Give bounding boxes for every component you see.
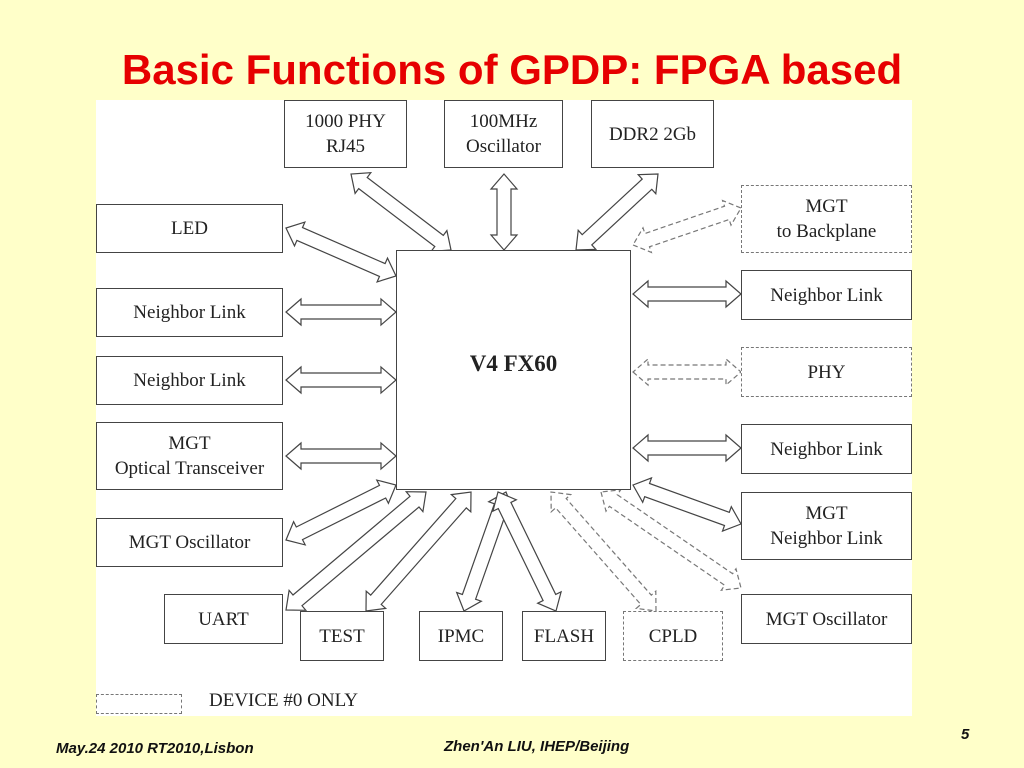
footer-date-venue: May.24 2010 RT2010,Lisbon	[56, 740, 254, 757]
arrow-uart	[285, 491, 427, 611]
footer-author: Zhen'An LIU, IHEP/Beijing	[444, 738, 630, 755]
legend-dashed-swatch	[96, 694, 182, 714]
uart-box: UART	[164, 594, 283, 644]
arrow-led	[285, 221, 397, 283]
oscillator-100mhz-box: 100MHz Oscillator	[444, 100, 563, 168]
mgt-oscillator-left-box: MGT Oscillator	[96, 518, 283, 567]
arrow-cpld	[550, 491, 657, 612]
test-box: TEST	[300, 611, 384, 661]
arrow-layer	[285, 172, 742, 612]
fpga-v4-fx60-box: V4 FX60	[396, 250, 631, 490]
block-diagram: V4 FX60 1000 PHY RJ45 100MHz Oscillator …	[96, 100, 912, 716]
mgt-backplane-box: MGT to Backplane	[741, 185, 912, 253]
mgt-oscillator-right-box: MGT Oscillator	[741, 594, 912, 644]
cpld-box: CPLD	[623, 611, 723, 661]
arrow-mgt-backplane	[632, 199, 742, 254]
arrow-mgt-oscillator-right	[600, 489, 742, 591]
arrow-phy-right	[632, 357, 742, 387]
legend-label: DEVICE #0 ONLY	[209, 690, 359, 711]
slide-title: Basic Functions of GPDP: FPGA based	[121, 46, 903, 93]
phy-right-box: PHY	[741, 347, 912, 397]
arrow-neighbor-link-right-2	[632, 433, 742, 463]
arrow-flash	[491, 491, 563, 612]
page-number: 5	[961, 726, 970, 743]
arrow-phy-rj45	[350, 172, 452, 252]
arrow-test	[365, 491, 472, 612]
arrow-mgt-optical	[285, 441, 397, 471]
neighbor-link-right-2-box: Neighbor Link	[741, 424, 912, 474]
neighbor-link-right-1-box: Neighbor Link	[741, 270, 912, 320]
mgt-neighbor-link-box: MGT Neighbor Link	[741, 492, 912, 560]
phy-rj45-box: 1000 PHY RJ45	[284, 100, 407, 168]
ddr2-box: DDR2 2Gb	[591, 100, 714, 168]
ipmc-box: IPMC	[419, 611, 503, 661]
mgt-optical-transceiver-box: MGT Optical Transceiver	[96, 422, 283, 490]
arrow-neighbor-link-left-2	[285, 365, 397, 395]
neighbor-link-left-2-box: Neighbor Link	[96, 356, 283, 405]
arrow-neighbor-link-left-1	[285, 297, 397, 327]
led-box: LED	[96, 204, 283, 253]
neighbor-link-left-1-box: Neighbor Link	[96, 288, 283, 337]
arrow-neighbor-link-right-1	[632, 279, 742, 309]
arrow-oscillator	[489, 173, 519, 251]
flash-box: FLASH	[522, 611, 606, 661]
arrow-ipmc	[455, 491, 515, 612]
